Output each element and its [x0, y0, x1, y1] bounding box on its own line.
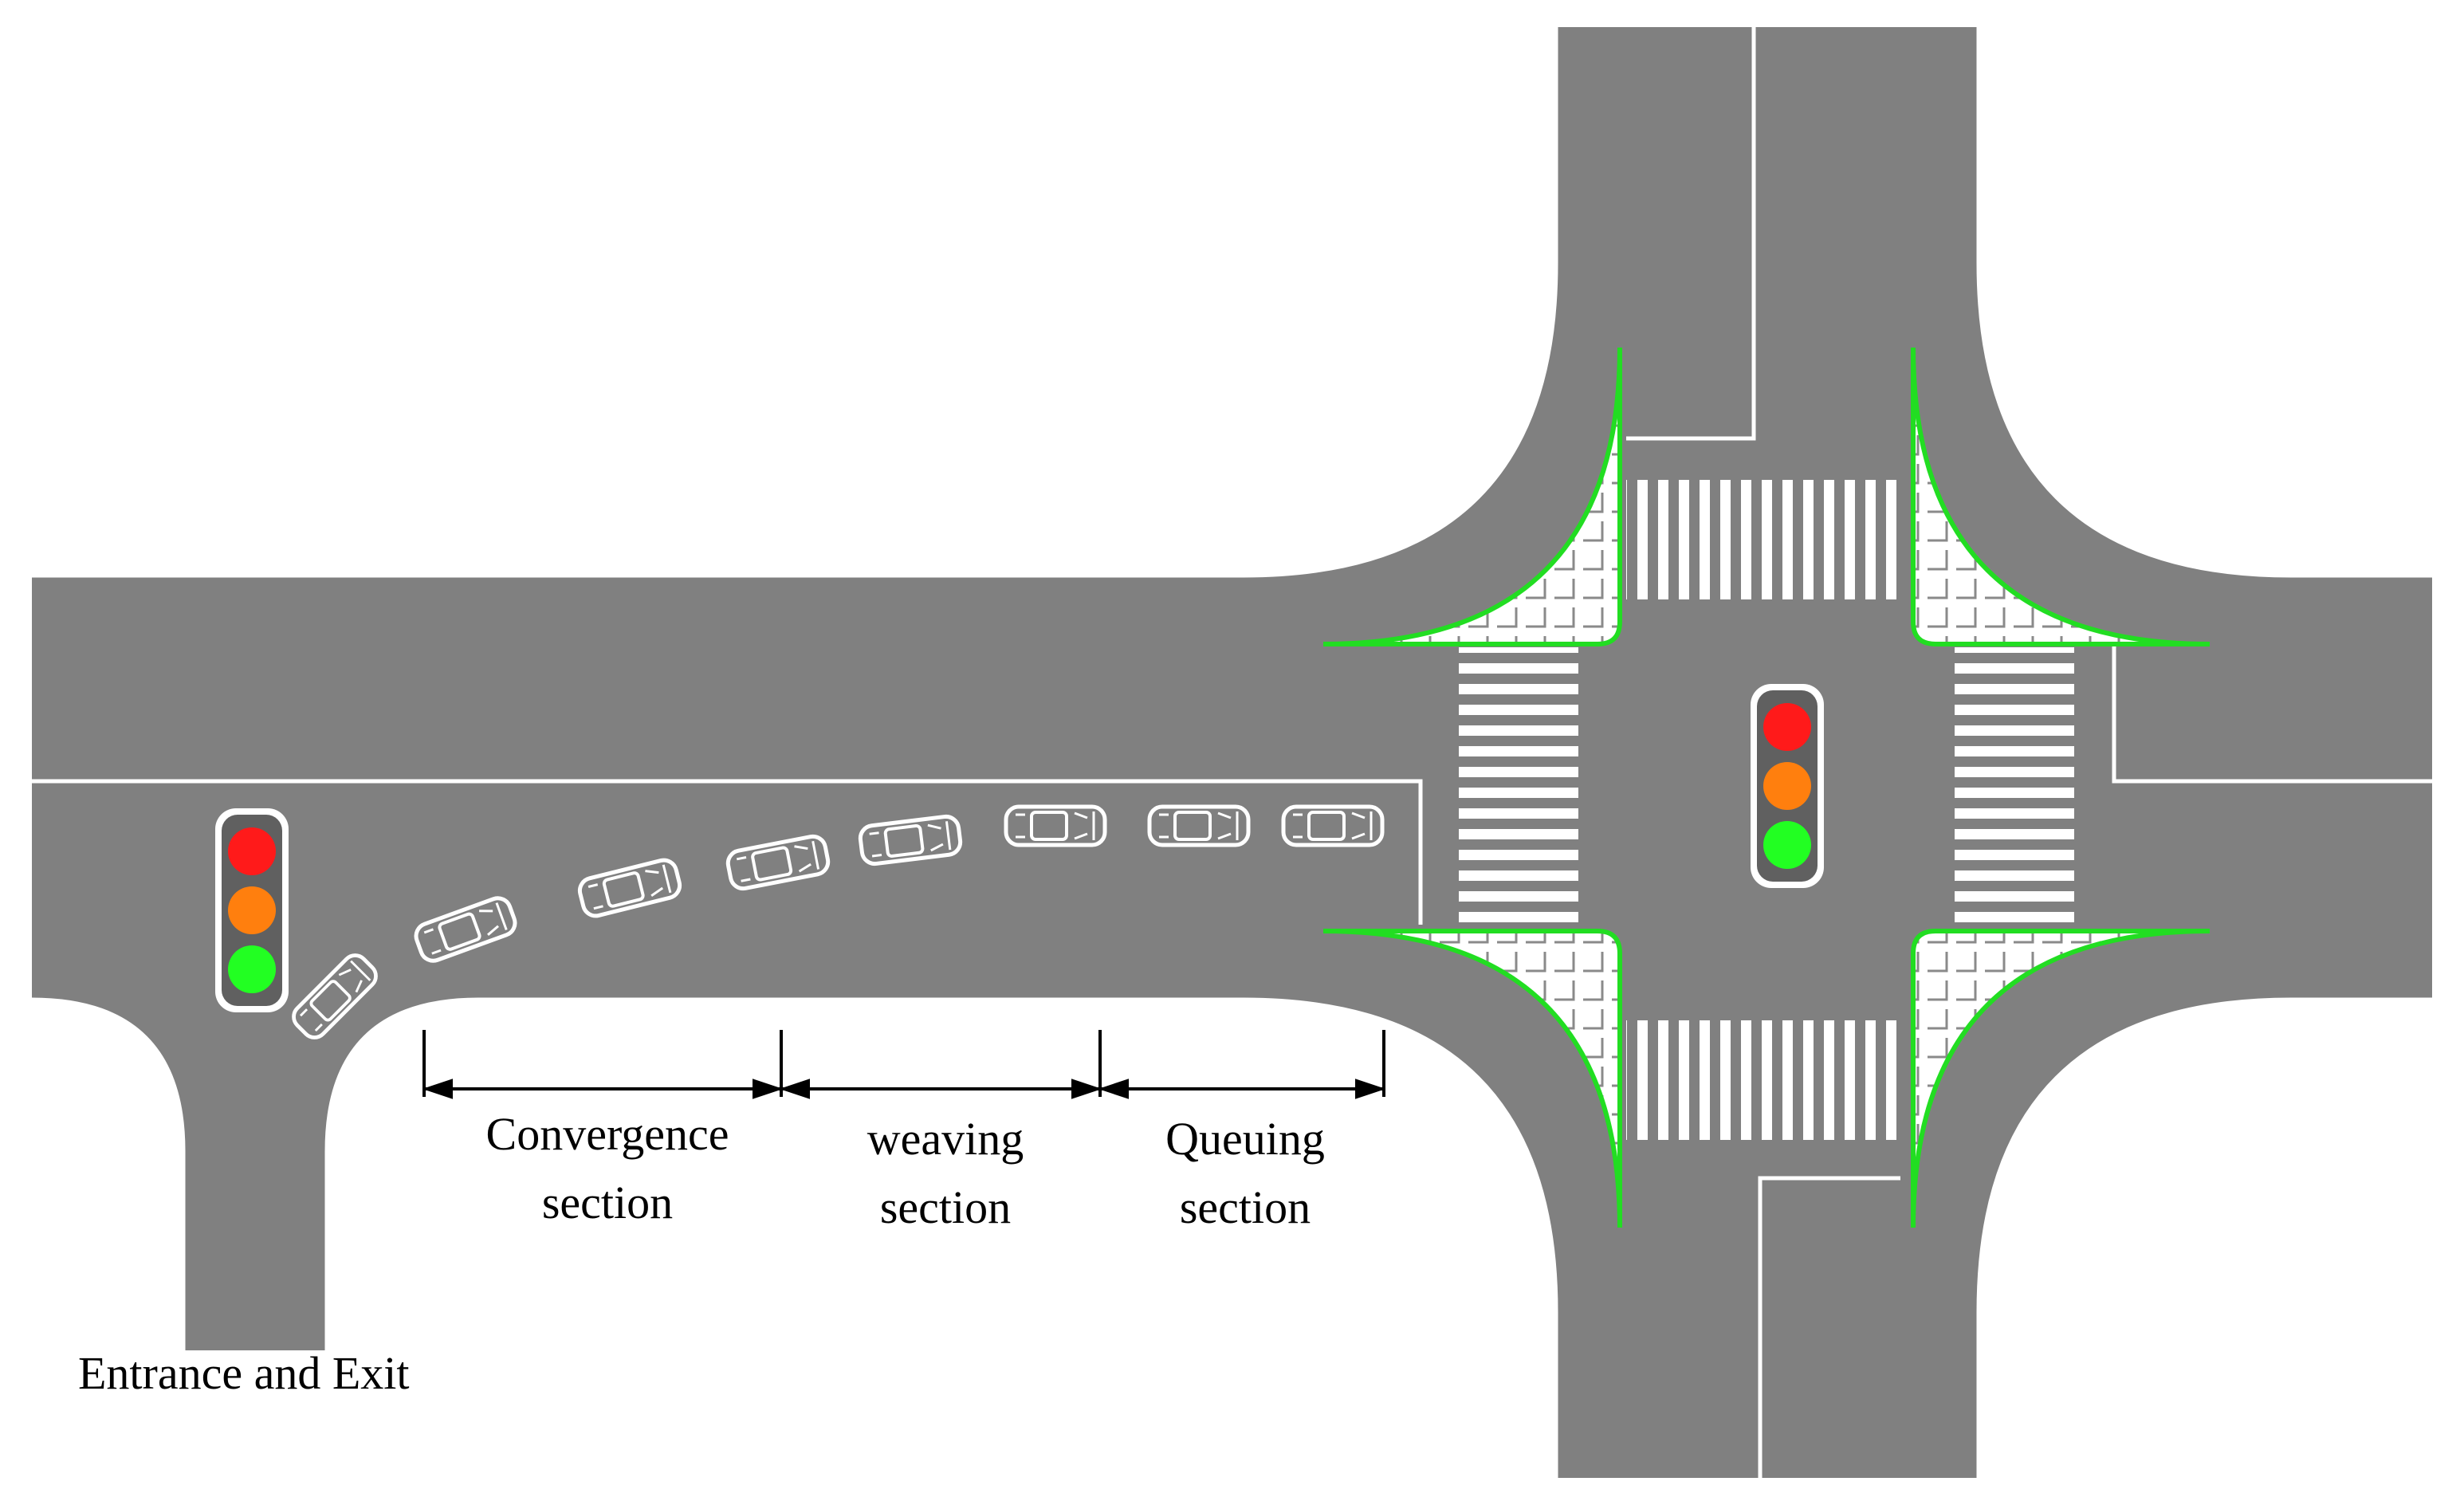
convergence-label-line2: section: [542, 1177, 673, 1228]
side-road: [183, 1000, 327, 1350]
corner-islands: [1322, 347, 2211, 1228]
weaving-label-line2: section: [880, 1181, 1011, 1233]
island-sw: [1322, 929, 1622, 1228]
traffic-light-icon: [1751, 684, 1824, 888]
crosswalk-east: [1955, 647, 2074, 926]
crosswalk-west: [1459, 647, 1578, 926]
crosswalk-north: [1626, 480, 1897, 599]
road-network: [31, 27, 2432, 1478]
section-dimensions: [422, 1030, 1386, 1099]
traffic-light-icon: [215, 808, 289, 1012]
island-nw: [1322, 347, 1622, 646]
crosswalk-south: [1626, 1020, 1897, 1140]
queuing-label-line2: section: [1180, 1181, 1311, 1233]
convergence-label-line1: Convergence: [486, 1108, 729, 1160]
queuing-label-line1: Queuing: [1165, 1113, 1325, 1165]
island-se: [1911, 929, 2211, 1228]
island-ne: [1911, 347, 2211, 646]
entrance-exit-label: Entrance and Exit: [78, 1347, 410, 1399]
weaving-label-line1: weaving: [867, 1113, 1024, 1165]
